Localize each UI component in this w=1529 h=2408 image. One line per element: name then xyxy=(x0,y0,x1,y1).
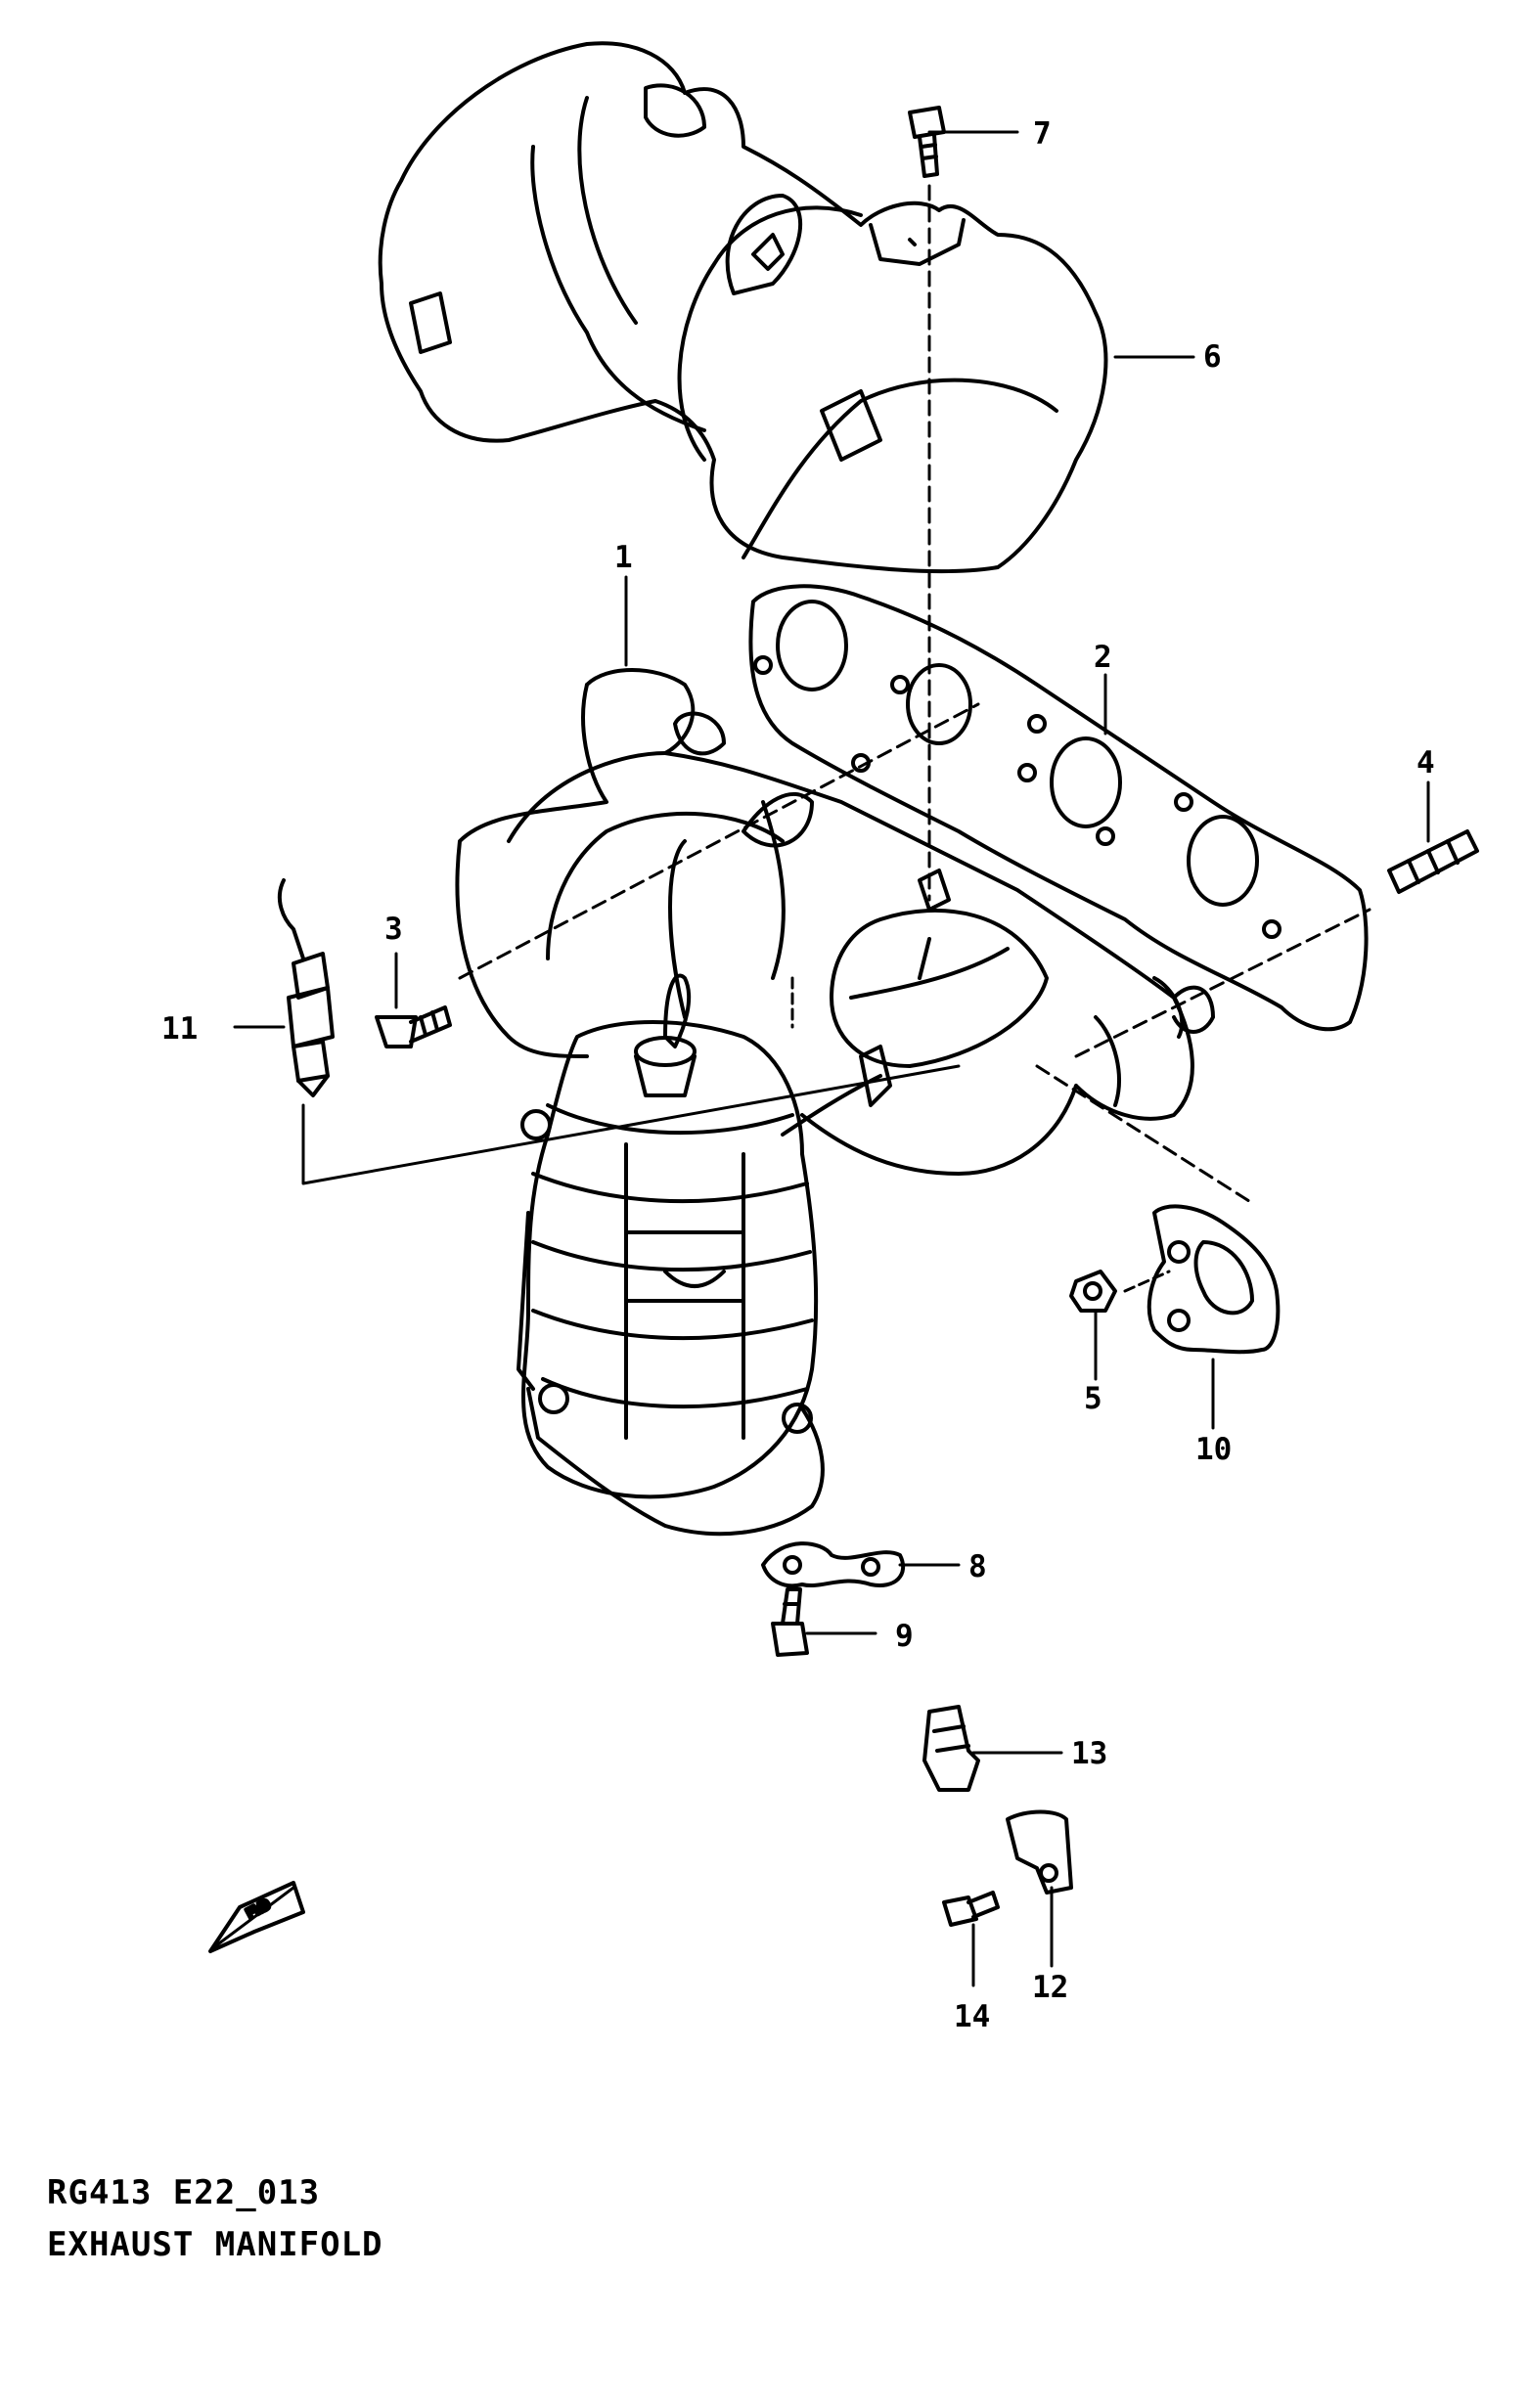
bolt-part-14 xyxy=(942,1891,1000,1927)
callout-9: 9 xyxy=(895,1619,914,1654)
diagram-title: EXHAUST MANIFOLD xyxy=(47,2225,383,2264)
manifold-gasket-part-2 xyxy=(748,584,1369,1032)
stud-part-4 xyxy=(1387,829,1479,894)
oxygen-sensor-part-11 xyxy=(277,878,335,1097)
bracket-part-10 xyxy=(1147,1204,1281,1355)
callout-labels: 1 2 3 4 5 6 7 8 9 10 11 12 13 14 xyxy=(161,116,1435,2034)
callout-3: 3 xyxy=(384,912,403,947)
diagram-code: RG413 E22_013 xyxy=(47,2173,321,2212)
bolt-part-3 xyxy=(375,1005,452,1048)
callout-14: 14 xyxy=(954,1999,990,2034)
bracket-part-12 xyxy=(1006,1809,1073,1895)
exhaust-manifold-part-1 xyxy=(455,668,1215,1537)
callout-2: 2 xyxy=(1094,640,1112,675)
clip-part-13 xyxy=(922,1705,980,1792)
callout-10: 10 xyxy=(1195,1432,1232,1467)
bolt-part-9 xyxy=(771,1587,809,1657)
heat-shield-part-6 xyxy=(378,41,1108,574)
nut-part-5 xyxy=(1069,1270,1117,1313)
callout-1: 1 xyxy=(614,540,633,575)
bolt-part-7 xyxy=(908,106,946,178)
leader-lines xyxy=(233,130,1430,1987)
callout-4: 4 xyxy=(1417,745,1435,780)
callout-12: 12 xyxy=(1032,1970,1068,2005)
fwd-arrow-icon: FWD xyxy=(208,1881,305,1953)
clamp-part-8 xyxy=(761,1541,906,1588)
callout-8: 8 xyxy=(968,1549,987,1584)
callout-13: 13 xyxy=(1071,1736,1107,1771)
callout-7: 7 xyxy=(1033,116,1052,152)
callout-6: 6 xyxy=(1203,339,1222,375)
callout-5: 5 xyxy=(1084,1381,1102,1416)
callout-11: 11 xyxy=(161,1011,198,1047)
